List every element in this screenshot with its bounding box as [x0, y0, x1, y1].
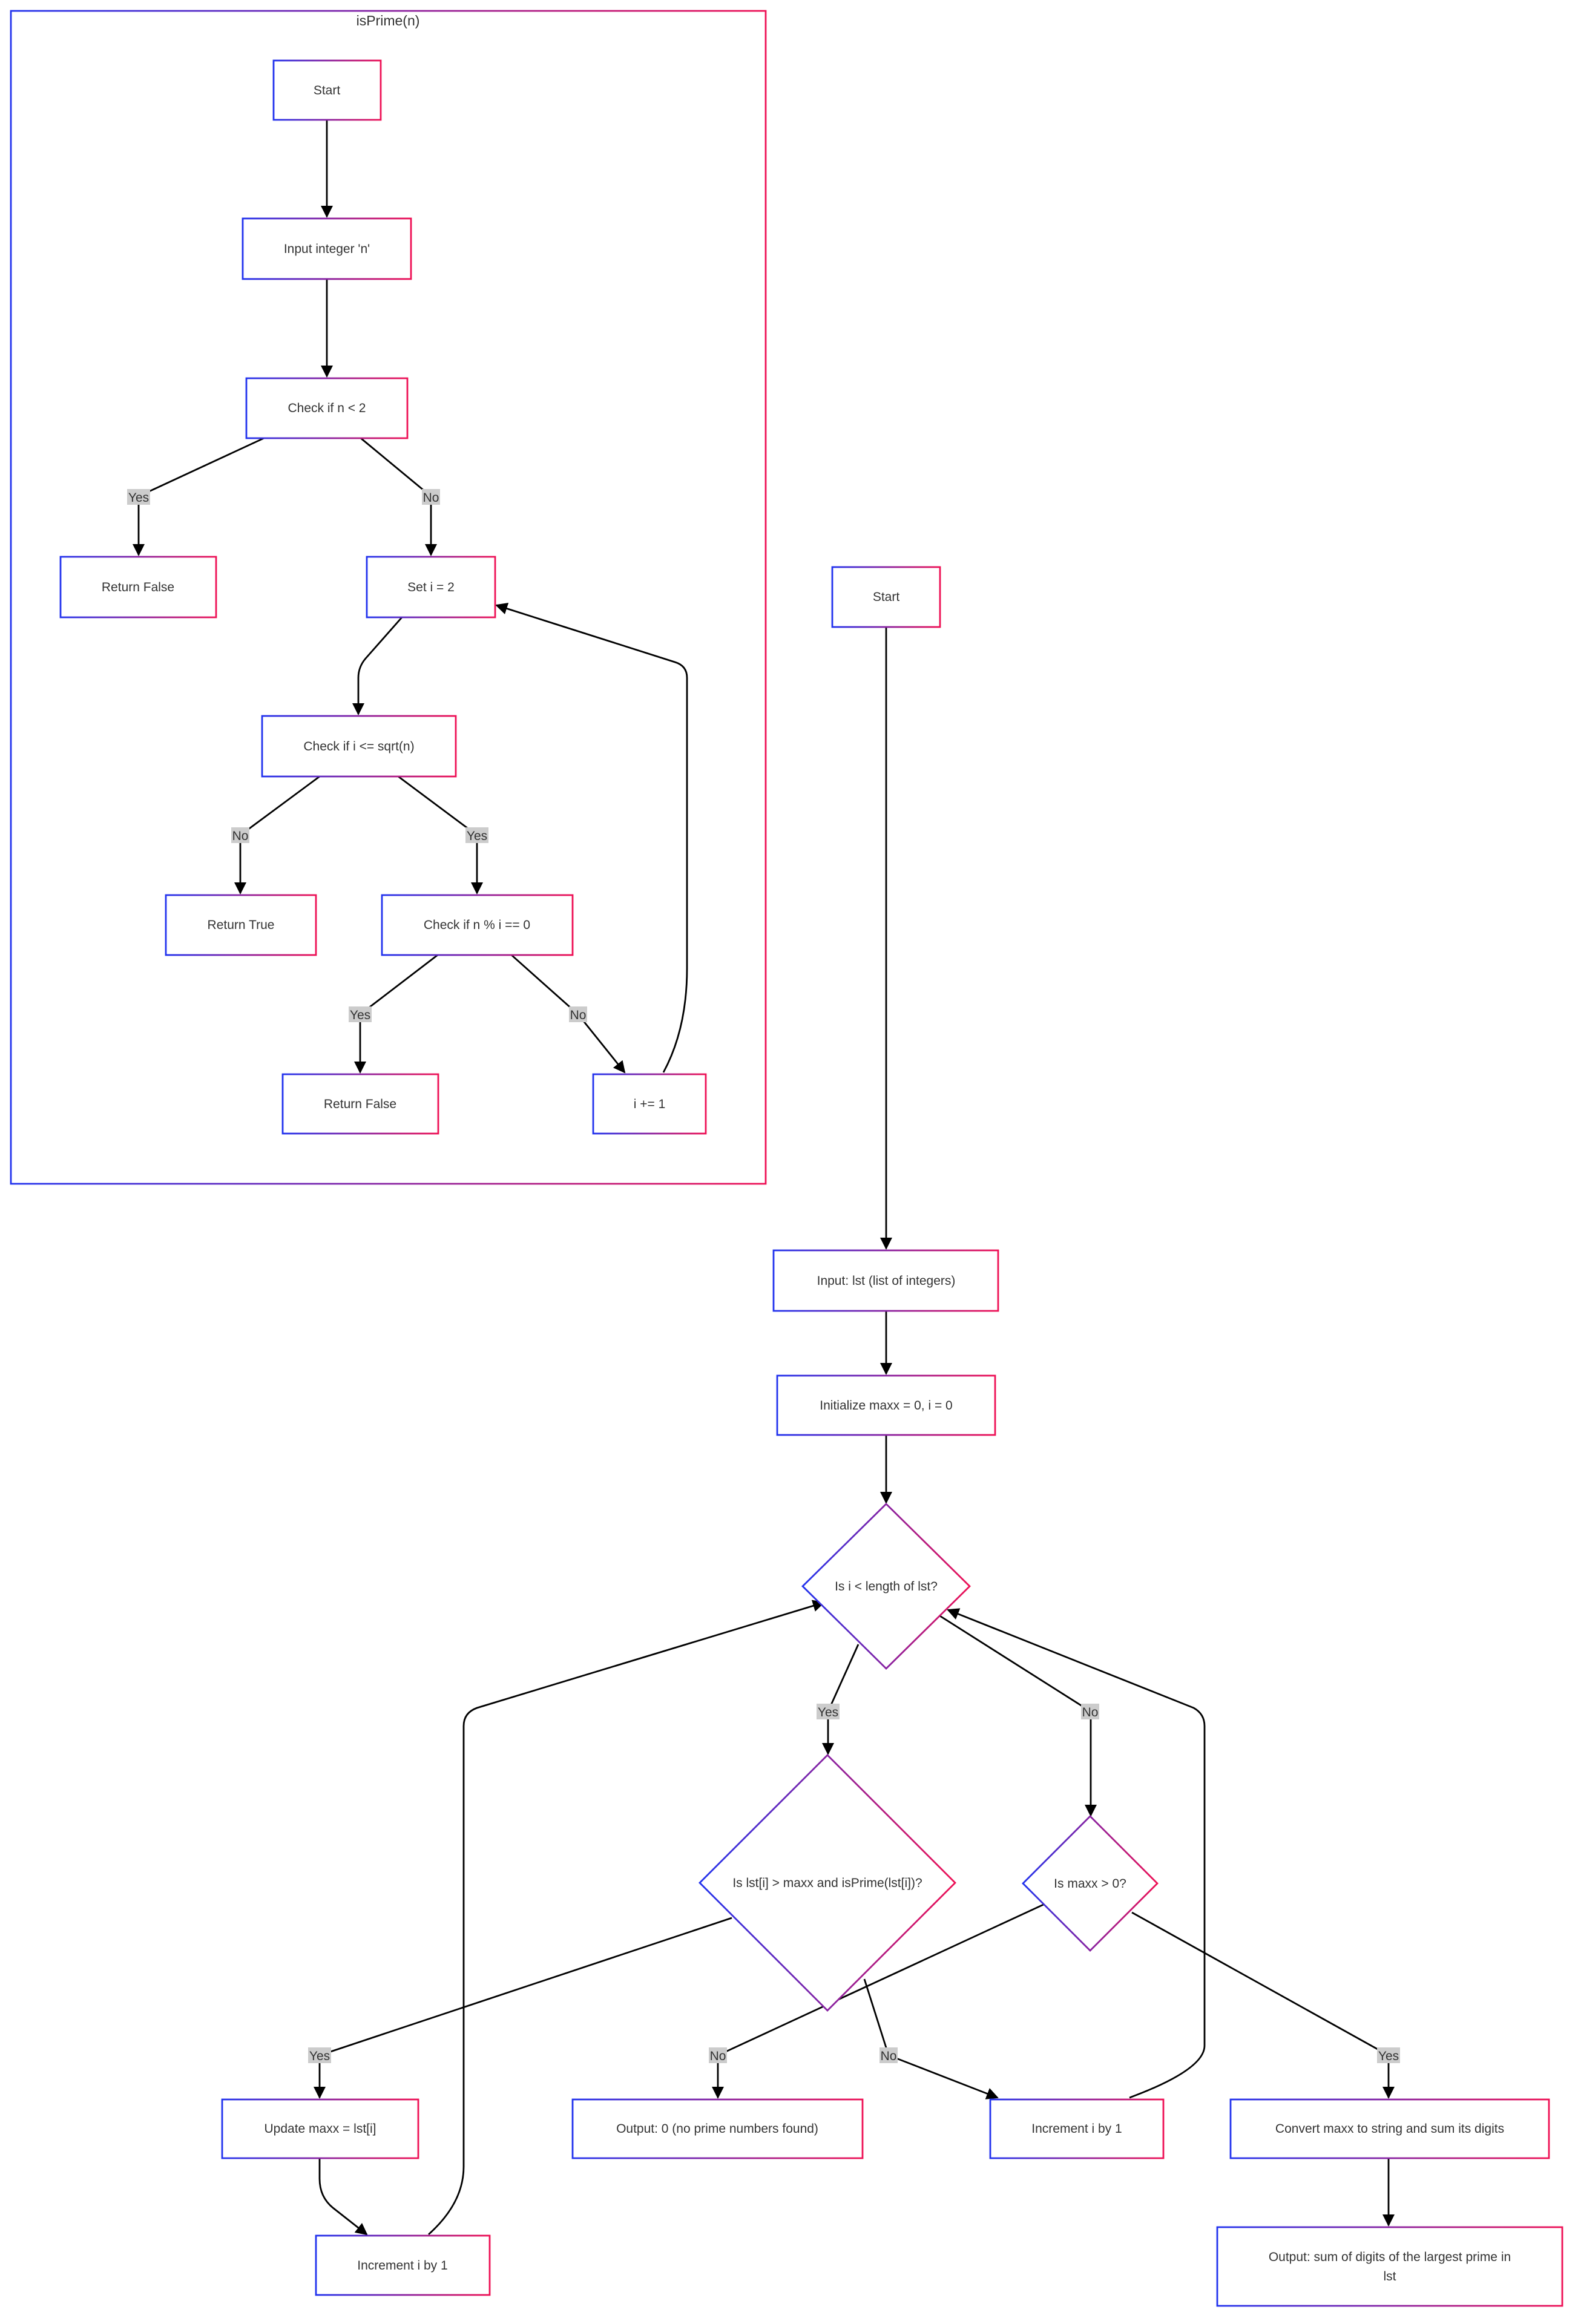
edge-label-maxx-no: No — [710, 2049, 726, 2063]
node-m-out0: Output: 0 (no prime numbers found) — [571, 2098, 864, 2159]
node-label: Check if n < 2 — [288, 401, 366, 415]
edge-label-sqrt-yes: Yes — [467, 829, 487, 843]
node-m-input: Input: lst (list of integers) — [772, 1249, 999, 1312]
node-label: Check if i <= sqrt(n) — [303, 740, 414, 753]
node-label: Increment i by 1 — [1031, 2122, 1122, 2136]
edge-label-lt2-yes: Yes — [128, 491, 149, 505]
edge-label-mod-yes: Yes — [350, 1008, 370, 1022]
edge-m-cond-inc — [863, 1978, 999, 2099]
node-m-inc-after: Increment i by 1 — [315, 2234, 491, 2296]
edge-label-cond-no: No — [881, 2049, 897, 2063]
node-label: Is lst[i] > maxx and isPrime(lst[i])? — [732, 1876, 922, 1890]
node-label-line1: Output: sum of digits of the largest pri… — [1269, 2250, 1511, 2264]
edge-m-incafter-loop — [428, 1600, 825, 2236]
edge-label-cond-yes: Yes — [309, 2049, 330, 2063]
node-m-output: Output: sum of digits of the largest pri… — [1216, 2226, 1563, 2307]
node-label: Initialize maxx = 0, i = 0 — [820, 1399, 952, 1413]
edge-label-maxx-yes: Yes — [1378, 2049, 1399, 2063]
node-m-init: Initialize maxx = 0, i = 0 — [776, 1374, 996, 1436]
node-label: Input integer 'n' — [284, 242, 370, 256]
node-m-cond: Is lst[i] > maxx and isPrime(lst[i])? — [699, 1754, 956, 2012]
cluster-isprime: isPrime(n) — [10, 10, 767, 1185]
edge-m-cond-update — [314, 1917, 732, 2099]
node-p-ret-false2: Return False — [281, 1073, 439, 1135]
node-m-maxx: Is maxx > 0? — [1022, 1815, 1159, 1952]
edge-p-check-seti — [360, 437, 437, 556]
node-label: Return True — [208, 918, 275, 932]
node-p-ret-false1: Return False — [59, 556, 217, 619]
edge-label-sqrt-no: No — [232, 829, 249, 843]
node-label-line2: lst — [1384, 2270, 1396, 2283]
node-label: i += 1 — [634, 1097, 666, 1111]
node-label: Return False — [324, 1097, 396, 1111]
node-label: Is maxx > 0? — [1054, 1877, 1126, 1891]
edge-p-sqrt-mod — [398, 775, 483, 894]
edge-p-mod-retfalse — [354, 954, 438, 1074]
node-p-input: Input integer 'n' — [242, 217, 412, 280]
node-p-inc: i += 1 — [592, 1073, 707, 1135]
node-m-inc-no: Increment i by 1 — [989, 2098, 1165, 2159]
edge-p-inc-seti — [495, 602, 688, 1073]
edge-p-check-retfalse — [133, 437, 265, 556]
node-m-loop: Is i < length of lst? — [801, 1503, 971, 1670]
node-label: Check if n % i == 0 — [424, 918, 530, 932]
edge-labels: Yes No No Yes Yes No Yes No Yes No No Ye… — [127, 489, 1400, 2063]
node-p-set-i: Set i = 2 — [366, 556, 496, 619]
edge-m-inc-loop — [947, 1608, 1206, 2099]
node-m-update: Update maxx = lst[i] — [221, 2098, 419, 2159]
edge-m-loop-cond — [822, 1644, 860, 1755]
node-label: Input: lst (list of integers) — [817, 1274, 956, 1288]
node-label: Start — [314, 84, 341, 97]
edge-m-loop-maxx — [936, 1613, 1097, 1817]
edge-m-maxx-yes — [1131, 1911, 1395, 2099]
edge-label-loop-yes: Yes — [818, 1705, 838, 1719]
edge-p-mod-inc — [511, 954, 626, 1074]
node-p-start: Start — [272, 59, 382, 121]
edge-p-seti-sqrt — [352, 617, 403, 715]
edge-label-loop-no: No — [1082, 1705, 1099, 1719]
node-label: Set i = 2 — [407, 580, 455, 594]
edge-label-lt2-no: No — [423, 491, 439, 505]
node-m-convert: Convert maxx to string and sum its digit… — [1229, 2098, 1550, 2159]
node-p-ret-true: Return True — [165, 894, 317, 956]
node-label: Update maxx = lst[i] — [265, 2122, 376, 2136]
node-p-check-sqrt: Check if i <= sqrt(n) — [261, 715, 457, 778]
cluster-title: isPrime(n) — [357, 13, 420, 28]
edge-p-sqrt-rettrue — [234, 775, 320, 894]
node-m-start: Start — [831, 566, 941, 628]
node-label: Return False — [102, 580, 174, 594]
nodes: Start Input integer 'n' Check if n < 2 R… — [59, 59, 1563, 2307]
node-label: Increment i by 1 — [357, 2259, 447, 2273]
edge-label-mod-no: No — [570, 1008, 587, 1022]
node-p-check-lt2: Check if n < 2 — [245, 377, 409, 439]
node-label: Is i < length of lst? — [835, 1580, 938, 1594]
edge-m-update-incafter — [318, 2158, 368, 2236]
node-label: Output: 0 (no prime numbers found) — [616, 2122, 818, 2136]
node-p-check-mod: Check if n % i == 0 — [381, 894, 574, 956]
node-label: Start — [873, 590, 900, 604]
node-label: Convert maxx to string and sum its digit… — [1275, 2122, 1504, 2136]
